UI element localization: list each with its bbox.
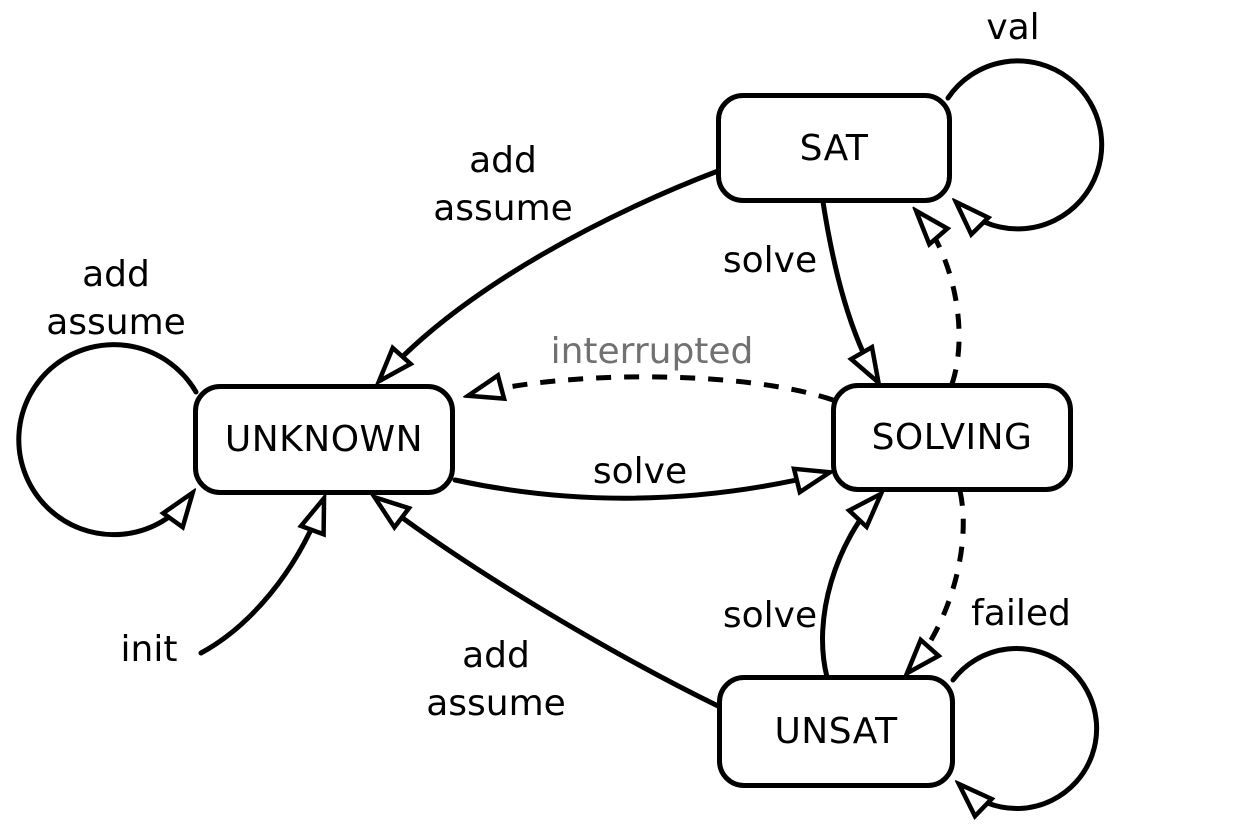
state-label-solving: SOLVING <box>871 417 1033 458</box>
edge-label-sat-self-val: val <box>986 7 1040 48</box>
edge-init-to-unknown <box>198 501 323 656</box>
edge-sat-to-solving <box>820 199 877 380</box>
edge-label-init: init <box>120 629 178 670</box>
edge-unsat-to-solving <box>820 496 879 680</box>
edge-label-sat-add-assume: add assume <box>433 140 573 229</box>
edge-sat-to-unknown <box>381 168 721 379</box>
edge-label-unsat-self-failed: failed <box>971 593 1071 634</box>
state-label-unknown: UNKNOWN <box>224 419 424 460</box>
state-node-sat: SAT <box>716 93 952 203</box>
edge-unknown-self-loop-add-assume <box>16 342 199 538</box>
state-label-unsat: UNSAT <box>774 711 898 752</box>
state-node-unsat: UNSAT <box>717 675 955 788</box>
edge-label-unknown-self-add-assume: add assume <box>46 254 186 343</box>
edge-label-unknown-solve: solve <box>592 451 688 492</box>
edge-unknown-to-solving <box>452 473 827 501</box>
edge-label-unsat-solve: solve <box>722 595 818 636</box>
edge-label-unsat-add-assume: add assume <box>426 635 566 724</box>
state-node-solving: SOLVING <box>831 383 1073 492</box>
edge-unsat-to-unknown <box>377 499 721 709</box>
edge-solving-to-sat <box>918 213 962 385</box>
edge-label-sat-solve: solve <box>722 240 818 281</box>
edge-solving-to-unknown-interrupted <box>471 377 834 403</box>
edge-solving-to-unsat <box>909 490 966 671</box>
state-label-sat: SAT <box>799 127 869 169</box>
edge-unsat-self-loop-failed <box>950 646 1100 809</box>
state-node-unknown: UNKNOWN <box>193 384 455 495</box>
edge-label-solving-interrupted: interrupted <box>550 331 754 372</box>
edge-sat-self-loop-val <box>945 58 1105 229</box>
